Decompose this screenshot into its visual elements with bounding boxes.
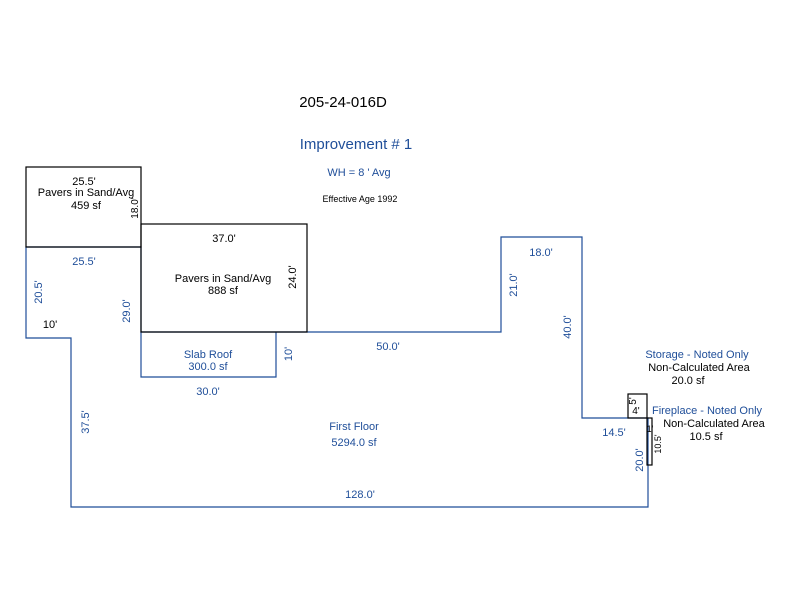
dim-29-0: 29.0' [121, 299, 133, 323]
fireplace-area: 10.5 sf [689, 431, 723, 443]
dim-21-0: 21.0' [508, 273, 520, 297]
effective-age: Effective Age 1992 [323, 194, 398, 204]
storage-label: Storage - Noted Only [645, 349, 749, 361]
dim-128-0: 128.0' [345, 489, 375, 501]
parcel-id: 205-24-016D [299, 94, 387, 111]
storage-dim-b: 4' [632, 406, 640, 417]
dim-18-0: 18.0' [529, 247, 553, 259]
storage-outline [627, 393, 648, 419]
fireplace-label: Fireplace - Noted Only [652, 405, 763, 417]
storage-note: Non-Calculated Area [648, 362, 750, 374]
pavers-upper-label: Pavers in Sand/Avg [38, 187, 134, 199]
dim-37-5: 37.5' [80, 410, 92, 434]
storage-dim-a: 5' [628, 397, 639, 405]
fireplace-dim-a: 1' [647, 424, 654, 434]
pavers-main-outline [140, 223, 308, 333]
dim-20-5: 20.5' [33, 280, 45, 304]
dim-40-0: 40.0' [562, 315, 574, 339]
wall-height: WH = 8 ' Avg [327, 167, 390, 179]
pavers-main-label: Pavers in Sand/Avg [175, 273, 271, 285]
pavers-main-dim-right: 24.0' [287, 265, 299, 289]
fireplace-note: Non-Calculated Area [663, 418, 765, 430]
slab-roof-outline [140, 332, 277, 378]
first-floor-label: First Floor [329, 421, 379, 433]
fireplace-dim-b: 10.5' [653, 434, 663, 454]
pavers-upper-dim-top: 25.5' [72, 176, 96, 188]
slab-roof-dim-bottom: 30.0' [196, 386, 220, 398]
storage-area: 20.0 sf [671, 375, 705, 387]
slab-roof-dim-right: 10' [283, 347, 295, 361]
pavers-main-area: 888 sf [208, 285, 239, 297]
dim-25-5: 25.5' [72, 256, 96, 268]
dim-14-5: 14.5' [602, 427, 626, 439]
first-floor-area: 5294.0 sf [331, 437, 377, 449]
slab-roof-label: Slab Roof [184, 349, 233, 361]
pavers-upper-outline [25, 166, 142, 248]
pavers-main-dim-top: 37.0' [212, 233, 236, 245]
first-floor-outline [25, 236, 649, 508]
dim-10: 10' [43, 319, 57, 331]
fireplace-outline [646, 417, 653, 466]
pavers-upper-dim-side: 18.0' [130, 197, 141, 218]
slab-roof-area: 300.0 sf [188, 361, 228, 373]
pavers-upper-area: 459 sf [71, 200, 102, 212]
dim-50-0: 50.0' [376, 341, 400, 353]
dim-20-0: 20.0' [634, 448, 646, 472]
improvement-title: Improvement # 1 [300, 136, 413, 153]
